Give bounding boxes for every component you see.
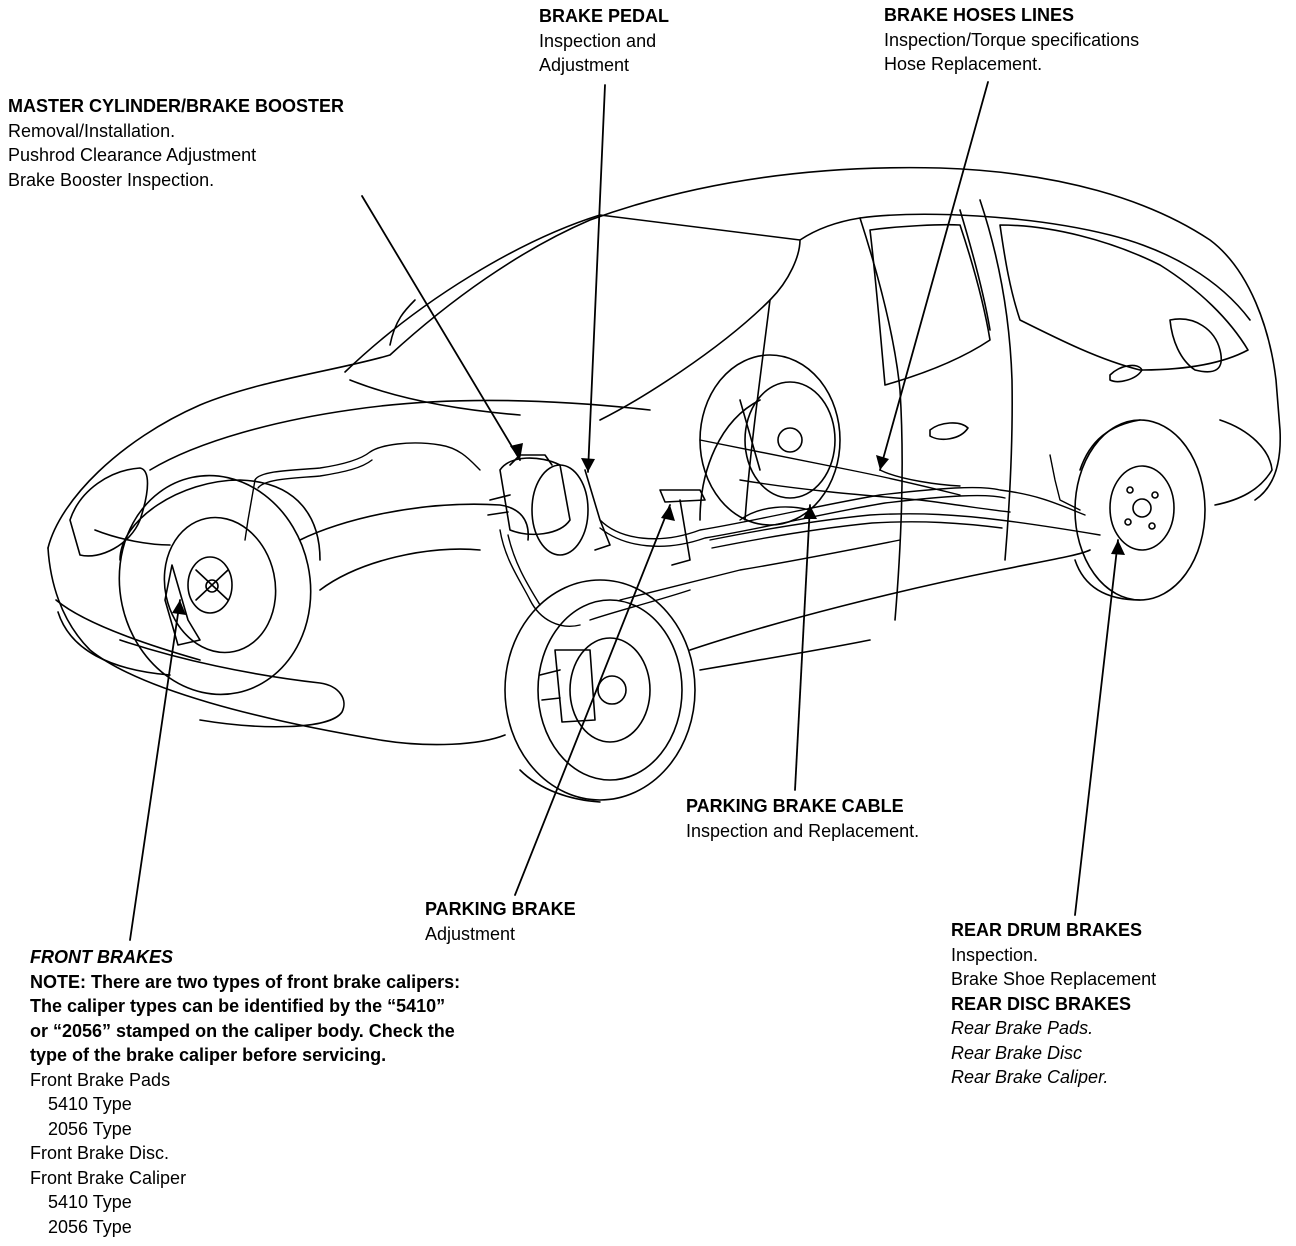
front-brake-disc: Front Brake Disc.	[30, 1143, 170, 1163]
brake-pedal-line-2: Adjustment	[539, 55, 630, 75]
rear-disc-brakes-title: REAR DISC BRAKES	[951, 993, 1132, 1014]
rear-drum-brakes-title: REAR DRUM BRAKES	[951, 920, 1143, 940]
brake-hoses-title: BRAKE HOSES LINES	[884, 5, 1075, 25]
parking-brake-line-1: Adjustment	[425, 923, 516, 944]
parking-brake-callout: PARKING BRAKE Adjustment	[425, 897, 576, 946]
master-cylinder-line-1: Removal/Installation.	[8, 120, 176, 141]
rear-drum-line-2: Brake Shoe Replacement	[951, 969, 1157, 989]
front-brakes-note-4: type of the brake caliper before servici…	[30, 1045, 387, 1065]
front-brakes-note-3: or “2056” stamped on the caliper body. C…	[30, 1020, 455, 1041]
front-brakes-note-2: The caliper types can be identified by t…	[30, 996, 446, 1016]
rear-right-wheel	[1074, 419, 1206, 601]
brake-pedal-title: BRAKE PEDAL	[539, 6, 670, 26]
front-brake-caliper-type-2: 2056 Type	[48, 1216, 132, 1237]
rear-disc-line-1: Rear Brake Pads.	[951, 1018, 1094, 1038]
brake-hoses-line-2: Hose Replacement.	[884, 54, 1043, 74]
brake-pedal-callout: BRAKE PEDAL Inspection and Adjustment	[539, 4, 669, 78]
parking-brake-cable-title: PARKING BRAKE CABLE	[686, 796, 904, 816]
front-brake-pads-type-2: 2056 Type	[48, 1118, 132, 1139]
leader-arrowheads	[172, 443, 1125, 615]
master-cylinder-line-2: Pushrod Clearance Adjustment	[8, 145, 257, 165]
front-brake-pads-type-1: 5410 Type	[48, 1094, 132, 1114]
front-brakes-callout: FRONT BRAKES NOTE: There are two types o…	[30, 945, 460, 1239]
front-brake-caliper-type-1: 5410 Type	[48, 1192, 132, 1212]
rear-drum-line-1: Inspection.	[951, 944, 1039, 965]
leader-lines	[129, 81, 1119, 941]
brake-hoses-callout: BRAKE HOSES LINES Inspection/Torque spec…	[884, 3, 1139, 77]
brake-hoses-line-1: Inspection/Torque specifications	[884, 29, 1140, 50]
car-body-outline	[47, 166, 1281, 746]
front-brakes-note-1: NOTE: There are two types of front brake…	[30, 971, 461, 992]
brake-lines	[244, 439, 1086, 627]
front-brake-caliper: Front Brake Caliper	[30, 1167, 187, 1188]
front-left-wheel	[118, 474, 312, 696]
front-brakes-title: FRONT BRAKES	[30, 947, 173, 967]
master-cylinder-callout: MASTER CYLINDER/BRAKE BOOSTER Removal/In…	[8, 94, 344, 192]
front-right-wheel	[504, 579, 696, 803]
rear-brakes-callout: REAR DRUM BRAKES Inspection. Brake Shoe …	[951, 918, 1156, 1090]
parking-brake-cable-line-1: Inspection and Replacement.	[686, 820, 920, 841]
master-cylinder-title: MASTER CYLINDER/BRAKE BOOSTER	[8, 96, 345, 116]
parking-brake-title: PARKING BRAKE	[425, 899, 576, 919]
master-cylinder-line-3: Brake Booster Inspection.	[8, 169, 215, 190]
rear-disc-line-3: Rear Brake Caliper.	[951, 1067, 1109, 1087]
rear-left-wheel	[699, 354, 841, 526]
brake-pedal-line-1: Inspection and	[539, 30, 657, 51]
front-brake-pads: Front Brake Pads	[30, 1069, 171, 1090]
parking-brake-cable	[709, 506, 1101, 549]
parking-brake-cable-callout: PARKING BRAKE CABLE Inspection and Repla…	[686, 794, 919, 843]
rear-disc-line-2: Rear Brake Disc	[951, 1042, 1083, 1063]
parking-brake-lever	[659, 489, 706, 566]
master-cylinder-booster	[487, 454, 611, 556]
